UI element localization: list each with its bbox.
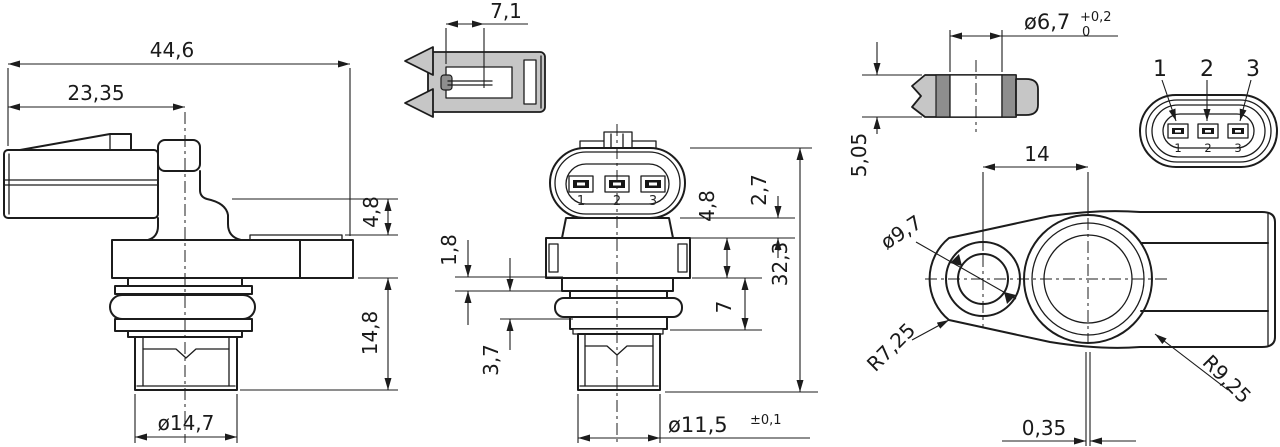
front-view: 1 2 3 1,8 3,7: [437, 124, 818, 444]
dim-flange-drop: 4,8: [359, 196, 383, 228]
dim-center-distance: 14: [1024, 142, 1049, 166]
front-pin-number-1: 1: [577, 194, 585, 209]
dim-hole-diameter: ø9,7: [876, 210, 926, 254]
face-pin-number-3: 3: [1234, 141, 1241, 155]
dim-bore-tol-lower: 0: [1082, 25, 1090, 40]
front-pin-number-3: 3: [649, 194, 657, 209]
dim-bore-tol-upper: +0,2: [1080, 10, 1112, 25]
dim-overall-height: 32,3: [768, 242, 792, 287]
dim-lower-step: 3,7: [479, 344, 503, 376]
dim-terminal-depth: 7,1: [490, 0, 522, 23]
dim-tip-diameter-side: ø14,7: [158, 411, 215, 435]
dim-lug-radius: R7,25: [862, 318, 920, 376]
connector-face-view: 1 2 3 1 2 3: [1139, 57, 1278, 168]
dim-overall-width: 44,6: [150, 38, 195, 62]
face-pin-number-1: 1: [1174, 141, 1181, 155]
face-pin-label-1: 1: [1153, 57, 1167, 82]
dim-collar-height: 4,8: [695, 190, 719, 222]
dim-axis-offset-top: 0,35: [1022, 416, 1067, 440]
dim-bore-diameter: ø6,7: [1024, 10, 1070, 34]
connector-section-view: 7,1: [404, 0, 546, 118]
front-view-pins: 1 2 3: [568, 175, 666, 209]
dim-groove-step: 1,8: [437, 234, 461, 266]
face-pin-label-3: 3: [1246, 57, 1260, 82]
face-pins: 1 2 3: [1167, 123, 1249, 155]
dim-tip-tolerance: ±0,1: [750, 413, 782, 428]
bushing-section-view: ø6,7 +0,2 0 5,05: [847, 10, 1118, 177]
top-view: 14 ø9,7 R7,25 R9,25 0,35: [862, 142, 1276, 446]
dim-bushing-height: 5,05: [847, 133, 871, 178]
face-pin-number-2: 2: [1204, 141, 1211, 155]
dim-neck-height: 2,7: [747, 174, 771, 206]
dim-body-radius: R9,25: [1198, 350, 1256, 408]
dim-tip-length: 14,8: [358, 311, 382, 356]
side-view: 44,6 23,35 4,8 14,8 ø14,7: [3, 38, 398, 443]
dim-axis-offset: 23,35: [67, 81, 124, 105]
dim-tip-diameter-front: ø11,5: [668, 413, 728, 437]
face-pin-label-2: 2: [1200, 57, 1214, 82]
dim-seal-zone: 7: [712, 301, 736, 314]
